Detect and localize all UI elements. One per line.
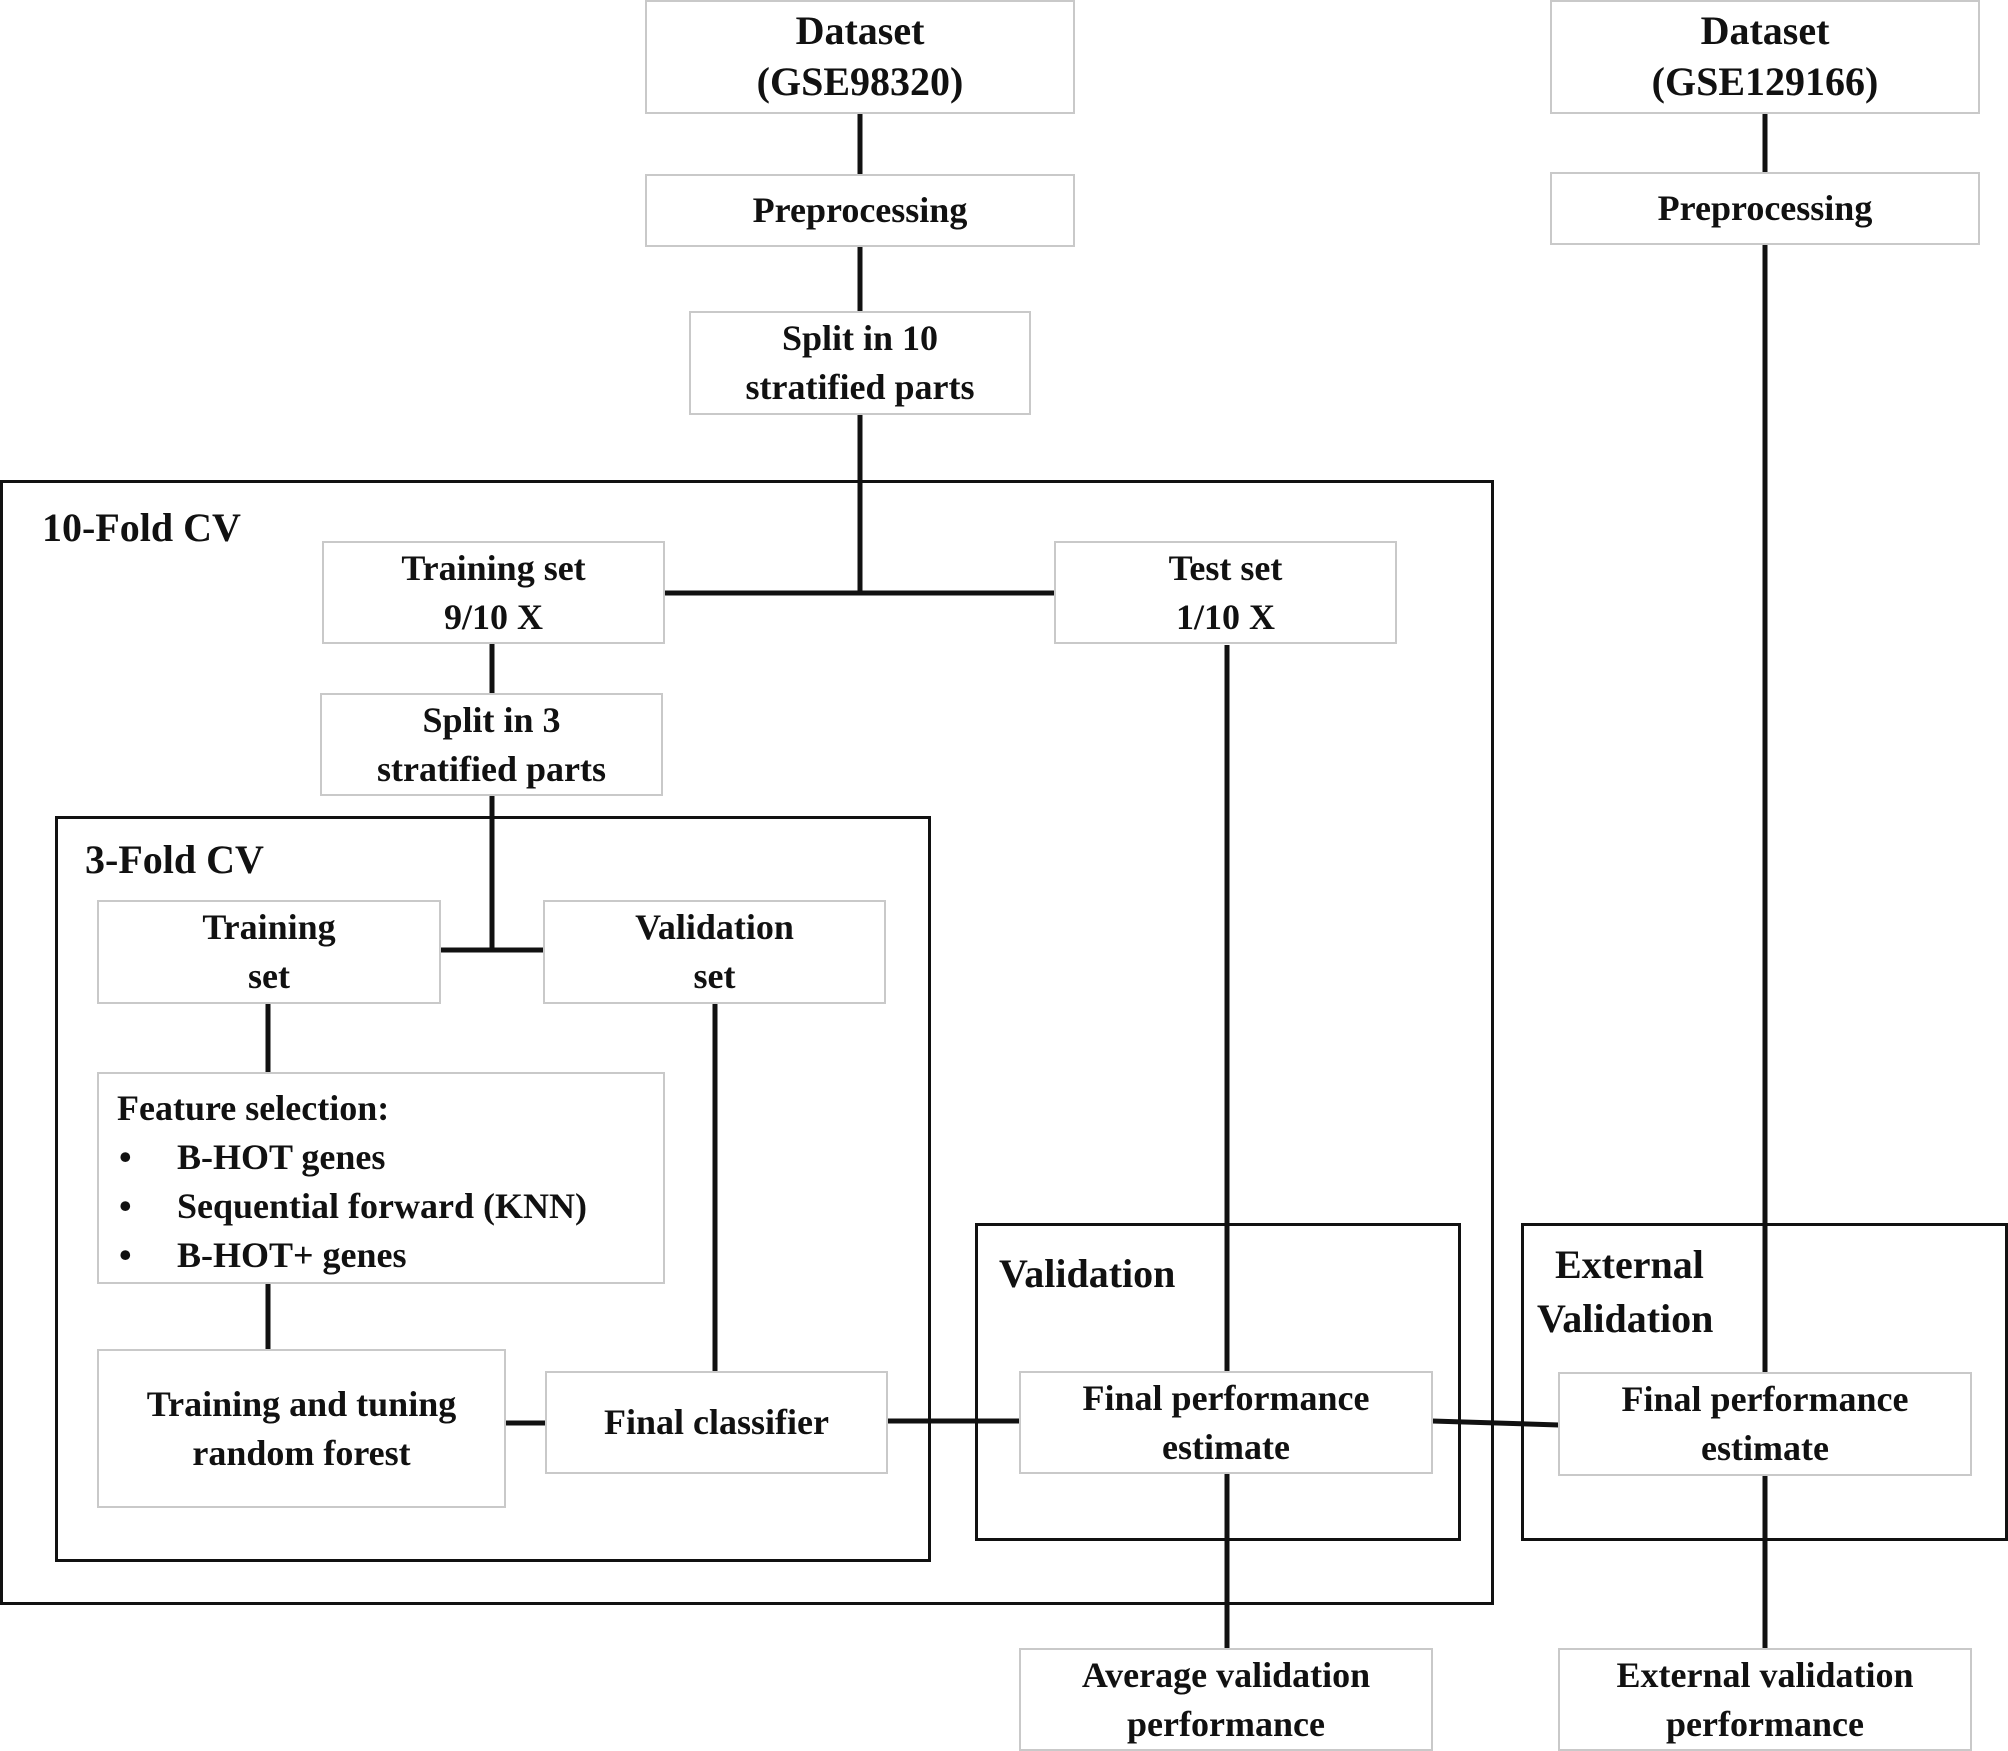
node-label: Dataset [795,8,925,54]
node-label: 1/10 X [1176,596,1275,637]
three-fold-cv-title: 3-Fold CV [85,837,264,882]
node-label: Average validation [1081,1654,1371,1695]
node-label: Training and tuning [146,1383,457,1424]
bullet-icon: • [119,1185,132,1226]
final-classifier-node: Final classifier [545,1371,888,1474]
node-label: estimate [1701,1428,1829,1468]
node-label: estimate [1162,1426,1290,1467]
feature-selection-item-label: B-HOT genes [177,1136,386,1177]
dataset-gse129166-node: Dataset (GSE129166) [1550,0,1980,114]
node-label: Split in 10 [781,318,939,359]
node-label: Preprocessing [752,190,968,231]
external-validation-title-line2: Validation [1537,1296,1714,1342]
feature-selection-item: • B-HOT+ genes [117,1231,407,1280]
dataset-gse98320-node: Dataset (GSE98320) [645,0,1075,114]
training-set-inner-node: Training set [97,900,441,1004]
node-label: Test set [1168,547,1283,588]
feature-selection-item: • B-HOT genes [117,1133,385,1182]
node-label: (GSE129166) [1651,59,1879,104]
final-performance-validation-node: Final performance estimate [1019,1371,1433,1474]
feature-selection-heading: Feature selection: [117,1088,390,1128]
preprocessing-node-a: Preprocessing [645,174,1075,247]
node-label: Final classifier [604,1402,829,1443]
bullet-icon: • [119,1136,132,1177]
node-label: random forest [192,1432,411,1473]
node-label: Final performance [1082,1377,1370,1418]
external-validation-title-line1: External [1555,1242,1704,1287]
ten-fold-cv-frame [0,480,1494,1605]
node-label: performance [1127,1703,1325,1744]
node-label: set [693,956,736,996]
node-label: set [248,956,290,996]
final-performance-external-node: Final performance estimate [1558,1372,1972,1476]
validation-title: Validation [999,1251,1176,1296]
node-label: performance [1666,1703,1864,1744]
node-label: Split in 3 [422,699,561,740]
node-label: 9/10 X [444,596,543,637]
feature-selection-item-label: B-HOT+ genes [177,1234,407,1275]
test-set-node: Test set 1/10 X [1054,541,1397,644]
feature-selection-node: Feature selection: • B-HOT genes • Seque… [97,1072,665,1284]
split-3-node: Split in 3 stratified parts [320,693,663,796]
ten-fold-cv-title: 10-Fold CV [42,505,241,550]
node-label: Training [202,907,336,948]
preprocessing-node-b: Preprocessing [1550,172,1980,245]
training-tuning-node: Training and tuning random forest [97,1349,506,1508]
external-validation-performance-node: External validation performance [1558,1648,1972,1751]
node-label: External validation [1616,1654,1914,1695]
node-label: Training set [401,547,586,588]
training-set-outer-node: Training set 9/10 X [322,541,665,644]
node-label: Preprocessing [1657,188,1873,229]
node-label: (GSE98320) [756,59,964,104]
node-label: Dataset [1700,8,1830,54]
link-finalperf-external [1431,1418,1560,1428]
node-label: stratified parts [745,367,975,407]
feature-selection-item: • Sequential forward (KNN) [117,1182,587,1231]
feature-selection-item-label: Sequential forward (KNN) [177,1185,587,1226]
average-validation-performance-node: Average validation performance [1019,1648,1433,1751]
validation-set-node: Validation set [543,900,886,1004]
split-10-node: Split in 10 stratified parts [689,311,1031,415]
bullet-icon: • [119,1234,132,1275]
validation-frame [975,1223,1461,1541]
node-label: Final performance [1621,1379,1909,1420]
node-label: Validation [635,907,794,948]
node-label: stratified parts [377,748,606,789]
external-validation-title: External Validation [1537,1238,1713,1347]
